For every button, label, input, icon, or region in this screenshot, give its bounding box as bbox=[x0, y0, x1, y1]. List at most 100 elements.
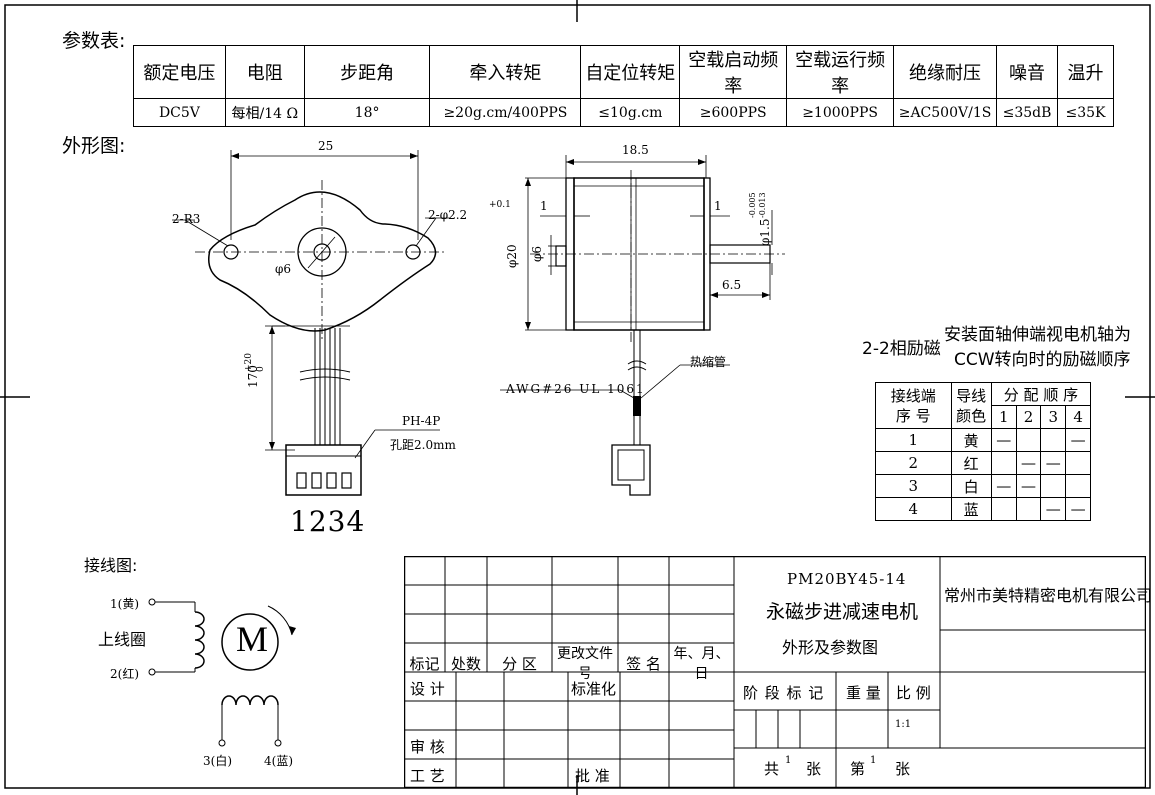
row-color: 黄 bbox=[950, 428, 992, 452]
dim-flange-left: 1 bbox=[540, 199, 548, 213]
row-mark bbox=[1065, 451, 1091, 475]
col-seq: 分 配 顺 序 bbox=[990, 382, 1092, 406]
col-terminal: 接线端 bbox=[890, 386, 936, 405]
spec-value: ≤35dB bbox=[996, 98, 1058, 127]
review-label: 审 核 bbox=[410, 738, 445, 756]
row-mark: — bbox=[1040, 451, 1067, 475]
col-terminal-2: 序 号 bbox=[895, 406, 931, 425]
step-header: 3 bbox=[1040, 405, 1067, 429]
pin-numbers: 1234 bbox=[290, 505, 366, 538]
rev-header: 处数 bbox=[450, 654, 481, 673]
row-no: 2 bbox=[875, 451, 952, 475]
company-name: 常州市美特精密电机有限公司 bbox=[944, 586, 1153, 605]
spec-value: DC5V bbox=[133, 98, 226, 127]
spec-value: ≥600PPS bbox=[679, 98, 788, 127]
upper-coil-symbol bbox=[194, 611, 205, 669]
rev-header: 签 名 bbox=[626, 654, 661, 673]
spec-value: ≥1000PPS bbox=[786, 98, 895, 127]
total-sheets-value: 1 bbox=[785, 755, 792, 766]
row-color: 蓝 bbox=[950, 497, 992, 521]
row-mark bbox=[1040, 474, 1067, 498]
connector-type: PH-4P bbox=[402, 414, 441, 428]
connector-housing bbox=[285, 444, 362, 496]
title-block-grid bbox=[404, 556, 1146, 788]
dim-lead-tol2: 0 bbox=[256, 366, 266, 372]
spec-header: 牵入转矩 bbox=[429, 45, 582, 99]
spec-header: 噪音 bbox=[996, 45, 1058, 99]
dim-dia: φ20 bbox=[505, 244, 519, 268]
pin-2-label: 2(红) bbox=[110, 667, 139, 681]
lower-coil-symbol bbox=[221, 695, 279, 706]
approve-label: 批 准 bbox=[575, 767, 610, 785]
step-header: 1 bbox=[990, 405, 1017, 429]
dim-width: 25 bbox=[318, 139, 334, 153]
design-label: 设 计 bbox=[410, 680, 445, 698]
sheet-number-prefix: 第 bbox=[850, 760, 866, 778]
spec-header: 额定电压 bbox=[133, 45, 226, 99]
flange-outline bbox=[208, 191, 437, 332]
spec-value: 每相/14 Ω bbox=[224, 98, 305, 127]
sheet-number-value: 1 bbox=[870, 755, 877, 766]
step-header: 2 bbox=[1015, 405, 1042, 429]
upper-coil-label: 上线圈 bbox=[98, 630, 147, 649]
spec-header: 电阻 bbox=[224, 45, 305, 99]
row-mark: — bbox=[1015, 451, 1042, 475]
connector-pitch: 孔距2.0mm bbox=[390, 438, 456, 452]
col-wire: 导线 bbox=[956, 386, 987, 405]
motor-symbol: M bbox=[236, 619, 269, 659]
row-mark bbox=[1065, 474, 1091, 498]
dim-shaft: φ1.5 bbox=[758, 218, 772, 247]
dim-flange-right: 1 bbox=[714, 199, 722, 213]
dim-lead-tol: +20 bbox=[244, 353, 254, 372]
row-no: 4 bbox=[875, 497, 952, 521]
scale-label: 比 例 bbox=[896, 684, 931, 702]
dim-shaft-tol2: -0.013 bbox=[758, 192, 767, 218]
total-sheets-prefix: 共 bbox=[764, 760, 780, 778]
side-view-drawing bbox=[500, 155, 785, 496]
spec-value: ≤35K bbox=[1056, 98, 1115, 127]
label-radius: 2-R3 bbox=[172, 212, 201, 226]
rev-header: 分 区 bbox=[502, 654, 537, 673]
model-number: PM20BY45-14 bbox=[787, 570, 907, 588]
revision-headers: 标记 处数 分 区 更改文件号 签 名 年、月、日 bbox=[404, 643, 734, 683]
weight-label: 重 量 bbox=[846, 684, 881, 702]
row-mark bbox=[990, 497, 1017, 521]
spec-header: 绝缘耐压 bbox=[893, 45, 998, 99]
row-mark: — bbox=[1015, 474, 1042, 498]
params-label: 参数表: bbox=[62, 30, 126, 52]
row-mark: — bbox=[1065, 428, 1091, 452]
dim-shaft-len: 6.5 bbox=[722, 278, 742, 292]
spec-value: ≥AC500V/1S bbox=[893, 98, 998, 127]
spec-value: ≤10g.cm bbox=[580, 98, 681, 127]
dim-boss: φ6 bbox=[530, 245, 544, 262]
row-color: 红 bbox=[950, 451, 992, 475]
spec-value: 18° bbox=[303, 98, 431, 127]
wiring-title: 接线图: bbox=[84, 556, 138, 575]
sheet-number-suffix: 张 bbox=[895, 760, 911, 778]
label-boss: φ6 bbox=[275, 262, 292, 276]
row-mark: — bbox=[1040, 497, 1067, 521]
front-view-drawing bbox=[172, 150, 450, 496]
spec-value: ≥20g.cm/400PPS bbox=[429, 98, 582, 127]
row-no: 3 bbox=[875, 474, 952, 498]
spec-header: 空载启动频率 bbox=[679, 45, 788, 99]
motor-circle bbox=[221, 613, 279, 671]
row-mark: — bbox=[990, 474, 1017, 498]
mount-hole bbox=[223, 244, 239, 260]
row-color: 白 bbox=[950, 474, 992, 498]
mount-hole bbox=[405, 244, 421, 260]
dim-shaft-tol: -0.005 bbox=[748, 192, 757, 218]
row-mark bbox=[1015, 497, 1042, 521]
scale-value: 1:1 bbox=[895, 719, 912, 730]
label-hole: 2-φ2.2 bbox=[428, 208, 468, 222]
product-name: 永磁步进减速电机 bbox=[766, 601, 919, 623]
pin-3-label: 3(白) bbox=[203, 754, 232, 768]
outline-label: 外形图: bbox=[62, 135, 126, 157]
row-mark bbox=[1015, 428, 1042, 452]
row-mark: — bbox=[1065, 497, 1091, 521]
rev-header: 标记 bbox=[409, 654, 440, 673]
excitation-title: 2-2相励磁 bbox=[862, 339, 941, 359]
pin-4-label: 4(蓝) bbox=[264, 754, 293, 768]
rev-header: 更改文件号 bbox=[557, 646, 613, 682]
